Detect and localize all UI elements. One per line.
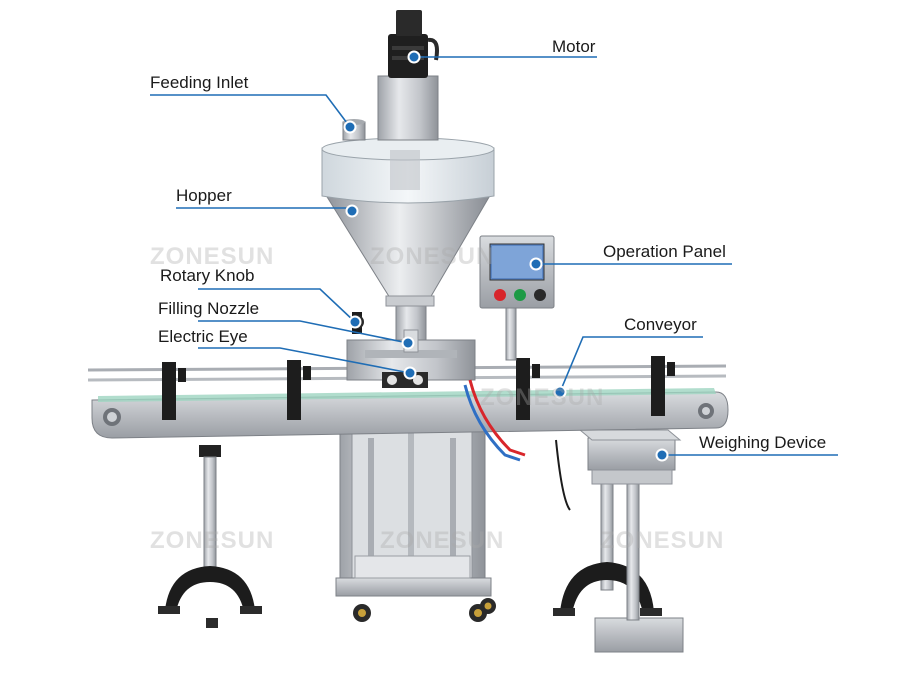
label-conveyor: Conveyor: [624, 315, 697, 334]
watermark-5: ZONESUN: [600, 527, 725, 554]
guide-rail-brackets: [162, 356, 675, 420]
label-operation-panel: Operation Panel: [603, 242, 726, 261]
leader-line-conveyor: [559, 336, 703, 393]
casters: [353, 598, 496, 622]
hopper-part: [321, 137, 495, 307]
leader-line-rotary-knob: [198, 288, 356, 323]
left-conveyor-stand: [158, 445, 262, 628]
label-electric-eye: Electric Eye: [158, 327, 248, 346]
marker-dot-electric-eye: [405, 368, 415, 378]
marker-dot-weighing-device: [657, 450, 667, 460]
label-hopper: Hopper: [176, 186, 232, 205]
conveyor-body: [87, 364, 729, 439]
marker-dot-hopper: [347, 206, 357, 216]
leader-line-hopper: [176, 207, 353, 212]
operation-panel-part: [479, 235, 555, 361]
watermark-4: ZONESUN: [380, 527, 505, 554]
label-weighing-device: Weighing Device: [699, 433, 827, 452]
leader-line-filling-nozzle: [198, 320, 409, 344]
marker-dot-operation-panel: [531, 259, 541, 269]
marker-dot-filling-nozzle: [403, 338, 413, 348]
watermark-3: ZONESUN: [150, 527, 275, 554]
watermark-1: ZONESUN: [150, 243, 275, 270]
leader-lines: [150, 50, 838, 462]
weighing-device-body: [578, 429, 684, 653]
machine-base-frame: [335, 419, 492, 597]
motor-housing: [377, 10, 439, 141]
leader-line-feeding-inlet: [150, 94, 351, 128]
watermark-6: ZONESUN: [480, 384, 605, 411]
label-motor: Motor: [552, 37, 596, 56]
marker-dot-rotary-knob: [350, 317, 360, 327]
label-feeding-inlet: Feeding Inlet: [150, 73, 249, 92]
leader-line-electric-eye: [198, 347, 411, 374]
cable: [555, 439, 571, 511]
label-filling-nozzle: Filling Nozzle: [158, 299, 260, 318]
label-rotary-knob: Rotary Knob: [160, 266, 255, 285]
marker-dot-conveyor: [555, 387, 565, 397]
watermark-2: ZONESUN: [370, 243, 495, 270]
marker-dot-motor: [409, 52, 419, 62]
marker-dot-feeding-inlet: [345, 122, 355, 132]
